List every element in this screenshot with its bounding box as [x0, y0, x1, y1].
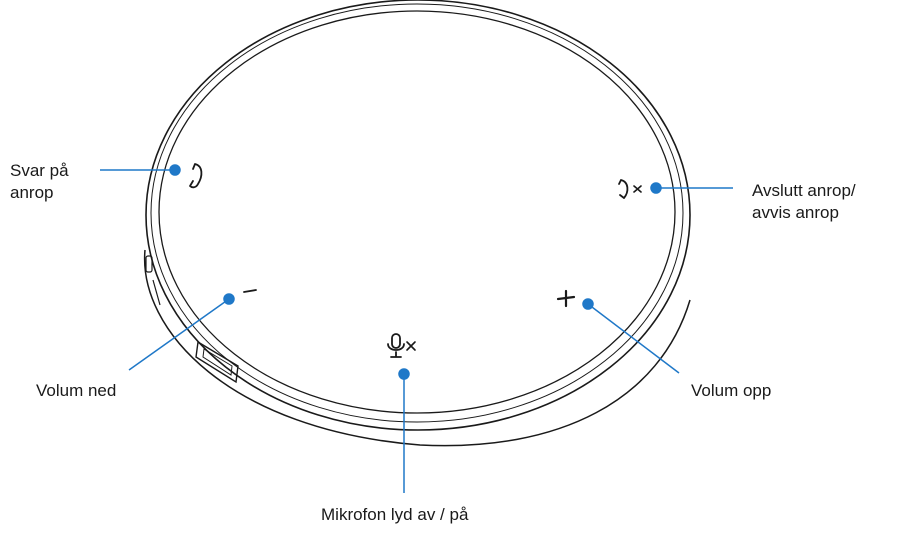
phone-hangup-icon [618, 179, 642, 199]
label-end-call: Avslutt anrop/ avvis anrop [752, 180, 856, 224]
label-end-call-line2: avvis anrop [752, 203, 839, 222]
callout-dot-mic [398, 368, 410, 380]
label-mic-mute: Mikrofon lyd av / på [321, 504, 468, 526]
callout-dot-volume-up [582, 298, 594, 310]
callout-line-volume-up [587, 303, 680, 374]
usb-port-icon [195, 340, 239, 384]
callout-dot-answer [169, 164, 181, 176]
microphone-mute-icon [387, 333, 416, 358]
device-side-wall [143, 249, 691, 447]
plus-icon [556, 289, 576, 308]
callout-dot-end [650, 182, 662, 194]
device-body [143, 0, 691, 447]
label-end-call-line1: Avslutt anrop/ [752, 181, 856, 200]
label-answer-call-line1: Svar på [10, 161, 69, 180]
device-outer-rim [145, 0, 691, 431]
label-answer-call-line2: anrop [10, 183, 54, 202]
callout-dot-volume-down [223, 293, 235, 305]
phone-handset-icon [189, 163, 203, 189]
minus-icon [243, 289, 257, 293]
side-button [145, 255, 153, 273]
callout-line-volume-down [128, 298, 230, 371]
label-volume-down-line1: Volum ned [36, 381, 117, 400]
label-volume-up-line1: Volum opp [691, 381, 772, 400]
device-top-surface [158, 10, 676, 414]
label-volume-up: Volum opp [691, 380, 771, 402]
device-rim-inner [150, 3, 684, 423]
label-volume-down: Volum ned [36, 380, 116, 402]
side-slot [152, 279, 161, 306]
label-answer-call: Svar på anrop [10, 160, 69, 204]
label-mic-mute-line1: Mikrofon lyd av / på [321, 505, 469, 524]
